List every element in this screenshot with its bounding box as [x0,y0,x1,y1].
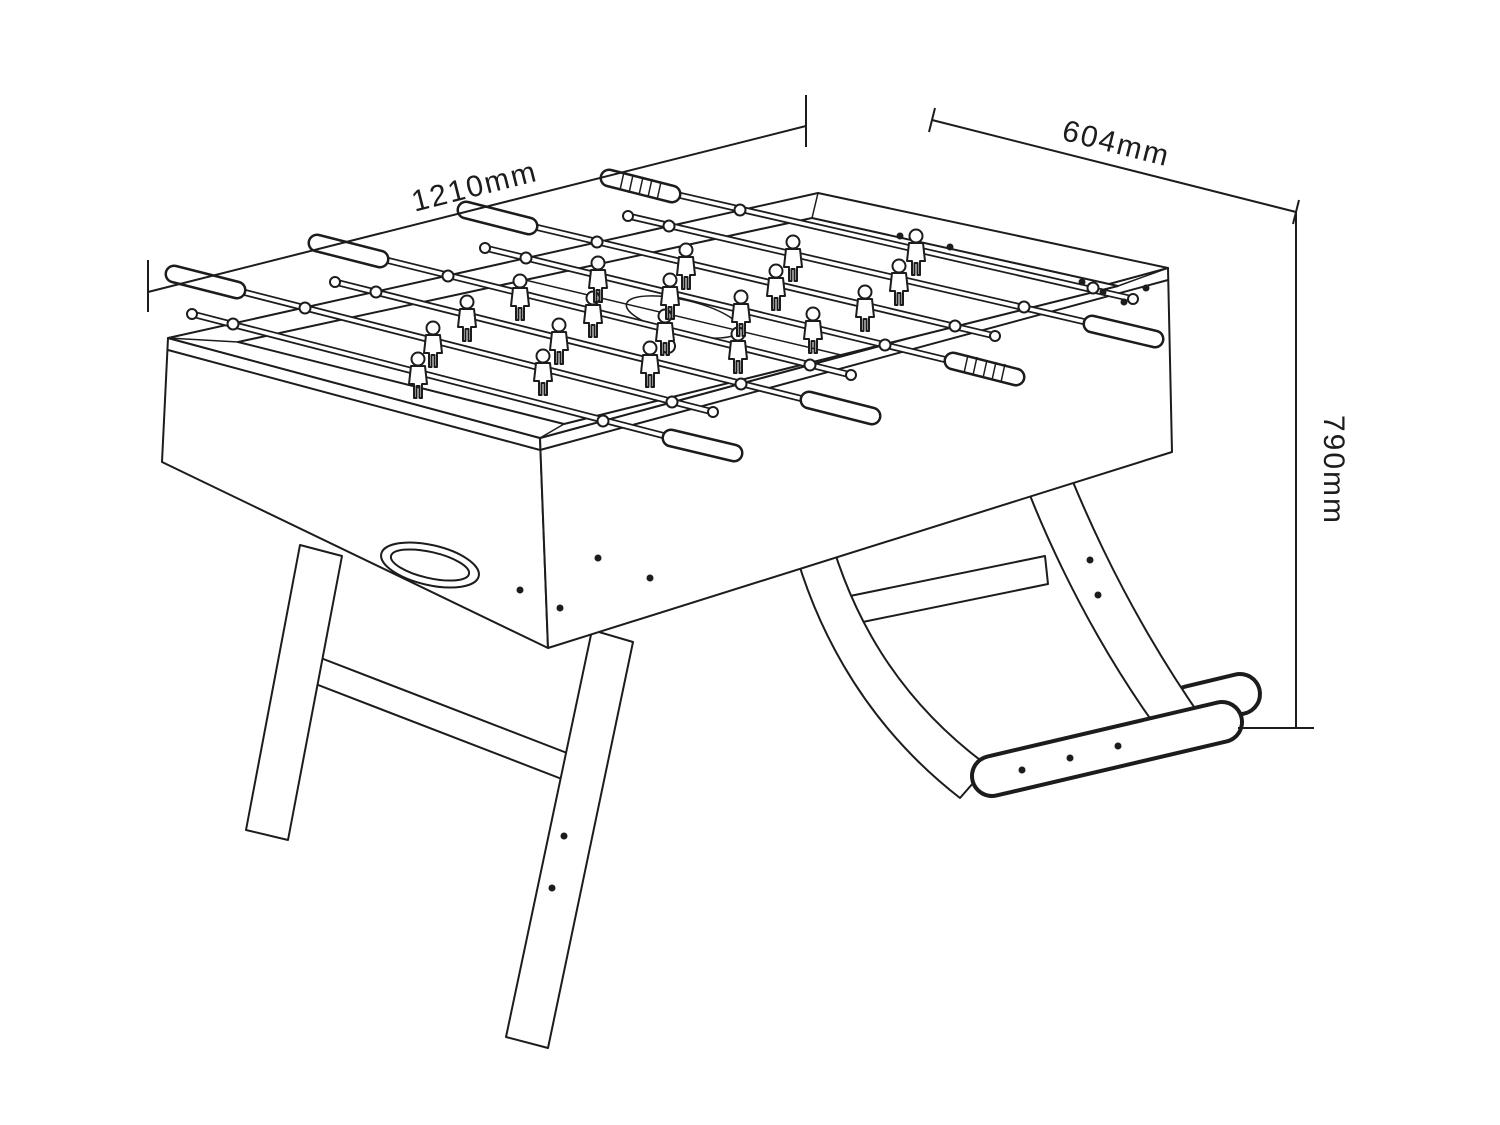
dimension-line [931,119,1297,213]
front-left-leg [245,544,343,841]
screw-hole [548,884,556,892]
handle-grip-ridges [619,171,662,201]
rod-bearings [226,203,1100,428]
screw-hole [560,832,568,840]
corner-seam [811,192,819,219]
left-a-frame-legs [245,544,634,1049]
cabinet-screw-holes [516,232,1150,612]
dimension-depth: 604mm [928,107,1300,225]
rod [481,244,955,365]
rod [378,255,855,379]
rod [235,287,717,416]
rim-lip-edge [167,279,1169,451]
corner-seam [167,337,239,343]
rod [331,278,811,404]
dimension-height: 790mm [1238,212,1350,729]
ball-return-cutout [380,541,480,589]
rod-handle [661,428,744,463]
screw-hole [1018,766,1026,774]
rear-left-leg [505,629,634,1049]
rod [527,222,999,340]
corner-seam [1117,267,1169,287]
rod-handle [164,264,247,300]
handle-grip-ridges [963,354,1006,383]
center-line [524,279,842,356]
rod-handle [1082,314,1165,349]
dimension-label-height: 790mm [1317,415,1350,525]
rod-handle [599,168,682,204]
rod [670,190,1137,303]
ball-return-cutout-inner [389,548,471,582]
rod-handle [307,233,390,269]
extension-tick [928,107,936,133]
corner-seam [539,423,565,439]
screw-hole [1094,591,1102,599]
rod [188,310,673,441]
rod-handle [456,200,539,236]
rod-end-caps [186,210,1139,418]
rod-handles [164,168,1165,463]
rods [186,190,1139,441]
screw-hole [1086,556,1094,564]
right-leg-brace [849,555,1049,625]
screw-hole [1066,754,1074,762]
rod-handle [799,390,882,426]
rod [624,212,1094,327]
rod-handle [943,351,1026,387]
screw-hole [1114,742,1122,750]
dimension-label-depth: 604mm [1059,114,1174,173]
left-leg-brace [299,649,581,787]
dimension-line [147,125,807,293]
